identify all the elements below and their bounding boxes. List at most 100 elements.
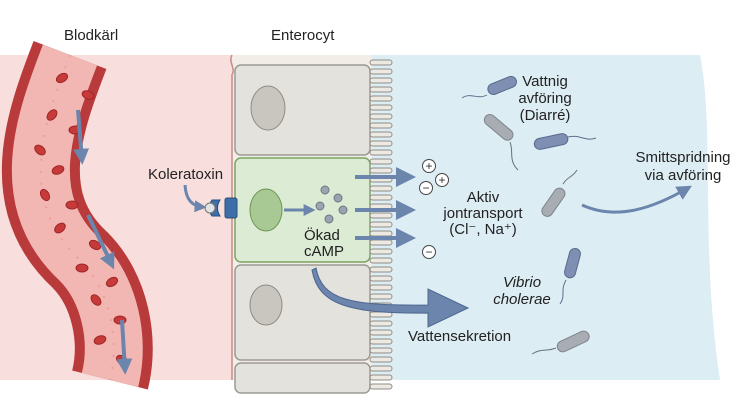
- red-blood-cell: [65, 200, 79, 210]
- microvillus: [369, 230, 393, 237]
- vibrio-bacterium: [531, 330, 590, 355]
- camp-molecule: [315, 201, 325, 211]
- microvillus: [369, 329, 393, 336]
- basement-membrane: [230, 54, 234, 380]
- red-blood-cell: [51, 165, 65, 175]
- microvillus: [369, 221, 393, 228]
- microvillus: [369, 167, 393, 174]
- red-blood-cell: [39, 188, 51, 202]
- microvillus: [369, 149, 393, 156]
- microvillus: [369, 59, 393, 66]
- vibrio-bacterium: [541, 169, 578, 217]
- microvillus: [369, 248, 393, 255]
- ion-transport-label-line2: jontransport: [442, 205, 523, 222]
- blood-flow-arrows: [73, 109, 133, 375]
- water-secretion-arrow: [311, 267, 470, 328]
- transmission-label-line1: Smittspridning: [635, 149, 730, 166]
- red-blood-cell: [75, 263, 89, 273]
- microvillus: [369, 86, 393, 93]
- red-blood-cell: [105, 276, 119, 288]
- red-blood-cell: [81, 90, 95, 100]
- blood-vessel-inner-edge: [39, 54, 115, 381]
- blood-vessel: [1, 41, 153, 390]
- red-blood-cell: [88, 239, 102, 251]
- microvillus: [369, 140, 393, 147]
- vibrio-bacterium: [483, 113, 519, 171]
- microvillus: [369, 77, 393, 84]
- red-blood-cell: [90, 294, 102, 306]
- vibrio-label-line1: Vibrio: [503, 274, 541, 291]
- cation: [422, 159, 436, 173]
- blood-flow-arrow: [73, 109, 90, 165]
- microvillus: [369, 239, 393, 246]
- blood-vessel-label: Blodkärl: [64, 27, 118, 44]
- microvillus: [369, 383, 393, 390]
- transmission-arrow: [581, 185, 692, 214]
- receptor-base: [224, 197, 238, 219]
- microvillus: [369, 365, 393, 372]
- nucleus-active: [249, 188, 283, 232]
- microvillus: [369, 374, 393, 381]
- microvillus: [369, 338, 393, 345]
- microvillus: [369, 95, 393, 102]
- microvillus: [369, 320, 393, 327]
- red-blood-cell: [93, 335, 107, 345]
- microvillus: [369, 158, 393, 165]
- microvillus: [369, 347, 393, 354]
- nucleus: [250, 85, 286, 131]
- vibrio-bacterium: [461, 75, 517, 99]
- anion-sign: −: [422, 181, 429, 195]
- microvillus: [369, 68, 393, 75]
- red-blood-cell: [55, 72, 69, 84]
- vibrio-bacterium: [559, 247, 581, 305]
- watery-stool-label-line2: avföring: [518, 90, 571, 107]
- anion: [422, 245, 436, 259]
- enterocyte-label: Enterocyt: [271, 27, 335, 44]
- cholera-toxin-molecule: [204, 202, 216, 214]
- microvillus: [369, 131, 393, 138]
- toxin-binding-arrow: [183, 184, 207, 213]
- toxin-receptor: [204, 197, 238, 219]
- microvilli-brush-border: [369, 59, 393, 390]
- ion-transport-arrows: [355, 167, 416, 248]
- intestinal-lumen-background: [372, 55, 720, 380]
- cation: [435, 173, 449, 187]
- watery-stool-label-line1: Vattnig: [522, 73, 568, 90]
- microvillus: [369, 293, 393, 300]
- microvillus: [369, 257, 393, 264]
- cholera-toxin-label: Koleratoxin: [148, 166, 223, 183]
- camp-label-line2: cAMP: [304, 243, 344, 260]
- microvillus: [369, 212, 393, 219]
- microvillus: [369, 122, 393, 129]
- vibrio-bacterium: [533, 133, 597, 150]
- red-blood-cell: [113, 315, 127, 325]
- vibrio-label-line2: cholerae: [493, 291, 551, 308]
- ions: + + − −: [419, 159, 449, 259]
- microvillus: [369, 185, 393, 192]
- blood-flow-arrow: [86, 214, 115, 270]
- microvillus: [369, 104, 393, 111]
- microvillus: [369, 275, 393, 282]
- enterocyte-cells: [234, 64, 371, 394]
- microvillus: [369, 113, 393, 120]
- camp-molecules: [315, 185, 348, 224]
- anion-sign: −: [425, 245, 432, 259]
- microvillus: [369, 194, 393, 201]
- blood-flow-arrow: [116, 319, 133, 375]
- camp-molecule: [320, 185, 330, 195]
- ion-transport-label-line3: (Cl⁻, Na⁺): [449, 221, 517, 238]
- microvillus: [369, 284, 393, 291]
- microvillus: [369, 266, 393, 273]
- camp-molecule: [333, 193, 343, 203]
- cation-sign: +: [425, 159, 432, 173]
- microvillus: [369, 356, 393, 363]
- watery-stool-label-line3: (Diarré): [520, 107, 571, 124]
- vibrio-bacteria: [461, 75, 597, 355]
- camp-molecule: [324, 214, 334, 224]
- red-blood-cell: [46, 109, 58, 121]
- red-blood-cell: [54, 222, 66, 234]
- camp-label-line1: Ökad: [304, 226, 340, 244]
- anion: [419, 181, 433, 195]
